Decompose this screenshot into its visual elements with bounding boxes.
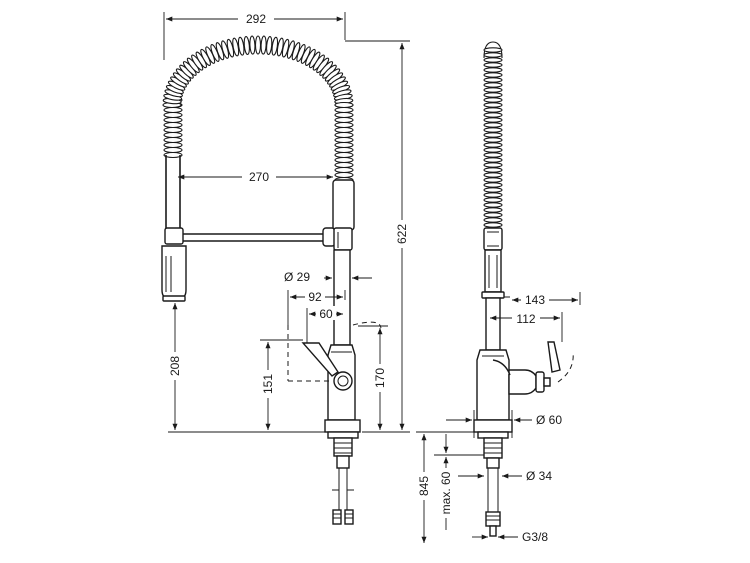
dim-292: 292 bbox=[246, 12, 266, 26]
dim-max-60: max. 60 bbox=[439, 471, 453, 514]
spring-coil bbox=[162, 35, 354, 184]
dim-base-diameter: Ø 60 bbox=[536, 413, 562, 427]
side-dimensions: 143 112 Ø 60 Ø 34 G3/8 845 bbox=[416, 292, 581, 544]
dim-622: 622 bbox=[395, 224, 409, 244]
dim-170: 170 bbox=[373, 368, 387, 388]
side-spring-coil bbox=[483, 41, 503, 228]
dim-60-front: 60 bbox=[319, 307, 333, 321]
front-view: 292 270 622 208 151 170 bbox=[161, 11, 410, 525]
dim-845: 845 bbox=[417, 476, 431, 496]
dim-143: 143 bbox=[525, 293, 545, 307]
front-dimensions: 292 270 622 208 151 170 bbox=[163, 11, 410, 433]
dim-270: 270 bbox=[249, 170, 269, 184]
dim-thread-diameter: Ø 34 bbox=[526, 469, 552, 483]
dim-connection-thread: G3/8 bbox=[522, 530, 548, 544]
dim-92: 92 bbox=[308, 290, 322, 304]
side-view: 143 112 Ø 60 Ø 34 G3/8 845 bbox=[416, 41, 581, 544]
dim-112: 112 bbox=[516, 312, 535, 326]
dim-151: 151 bbox=[261, 374, 275, 394]
dim-208: 208 bbox=[168, 356, 182, 376]
dim-hose-diameter: Ø 29 bbox=[284, 270, 310, 284]
